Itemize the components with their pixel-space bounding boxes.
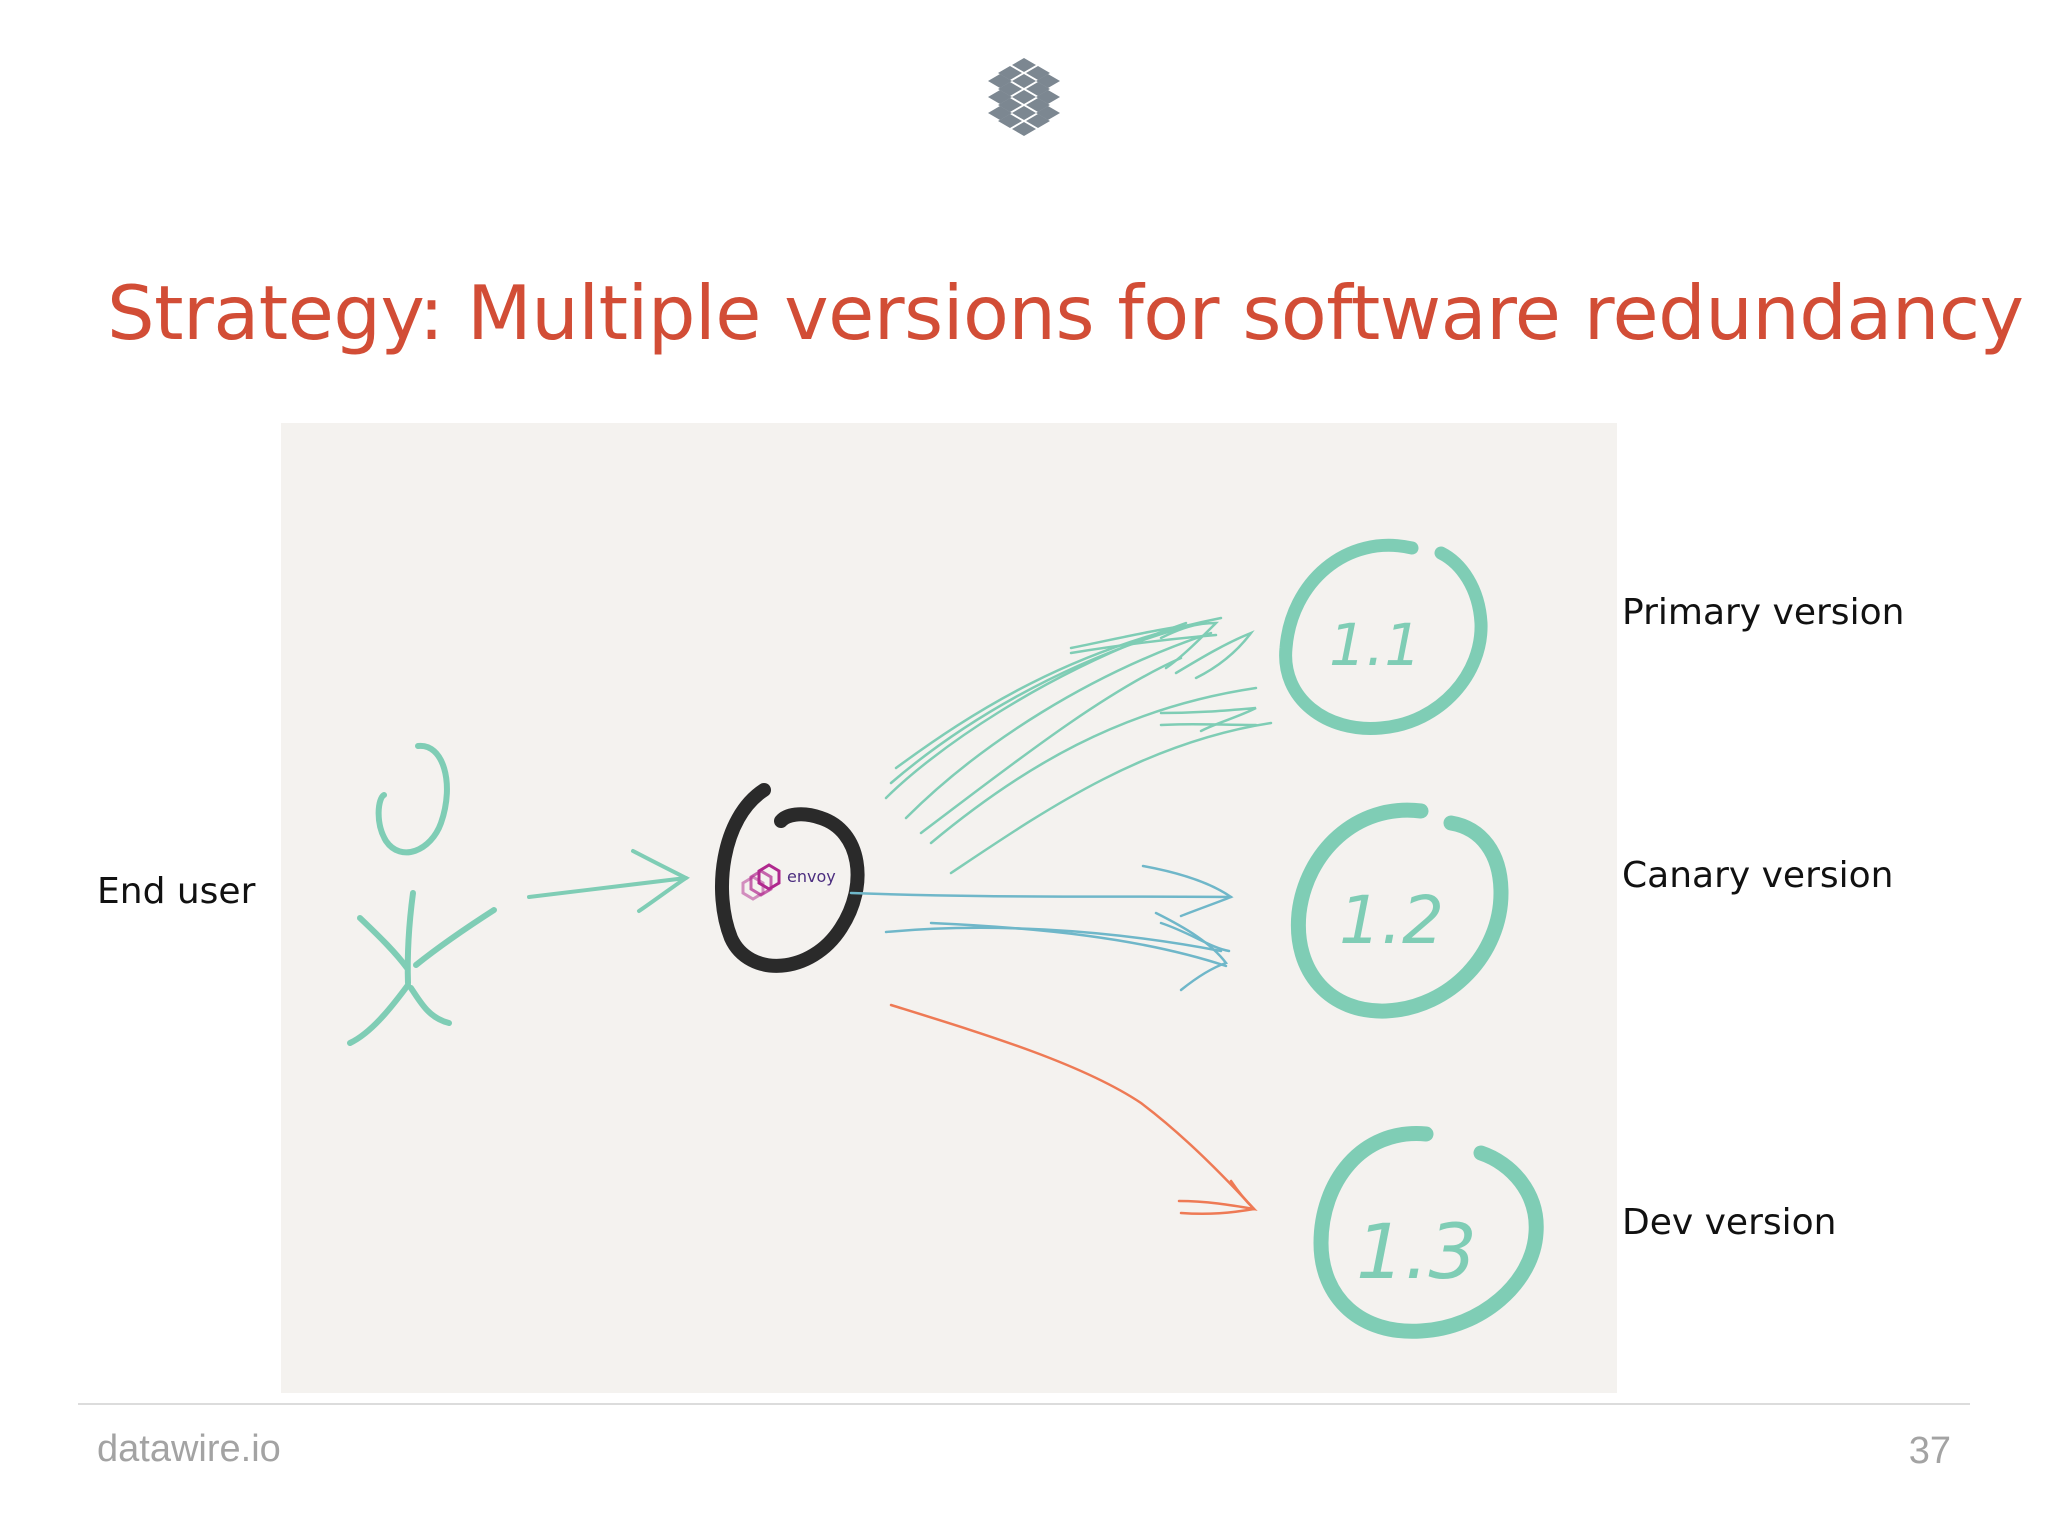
traffic-arrows-canary — [849, 864, 1234, 992]
footer-brand: datawire.io — [97, 1428, 281, 1470]
traffic-arrow-dev — [889, 1003, 1258, 1216]
version-number-1-3: 1.3 — [1356, 1207, 1477, 1296]
dev-version-label: Dev version — [1622, 1202, 1837, 1243]
primary-version-label: Primary version — [1622, 592, 1905, 633]
user-to-envoy-arrow — [527, 849, 690, 913]
envoy-ring — [715, 783, 865, 973]
diagram-drawing: envoy — [347, 538, 1544, 1339]
version-circle-1-1 — [1279, 538, 1488, 735]
whiteboard-canvas: envoy — [281, 423, 1617, 1393]
canary-version-label: Canary version — [1622, 855, 1894, 896]
version-number-1-2: 1.2 — [1339, 882, 1444, 959]
envoy-logo-icon — [741, 863, 781, 901]
version-circle-1-3 — [1313, 1126, 1544, 1339]
traffic-arrows-primary — [884, 616, 1273, 875]
slide-title: Strategy: Multiple versions for software… — [107, 269, 2024, 357]
stick-figure-icon — [347, 742, 497, 1046]
version-circle-1-2 — [1290, 802, 1509, 1019]
datawire-logo-icon — [988, 58, 1060, 136]
version-number-1-1: 1.1 — [1329, 611, 1421, 679]
end-user-label: End user — [97, 871, 256, 912]
footer-divider — [78, 1403, 1970, 1405]
page-number: 37 — [1908, 1430, 1951, 1472]
envoy-label: envoy — [787, 867, 836, 886]
